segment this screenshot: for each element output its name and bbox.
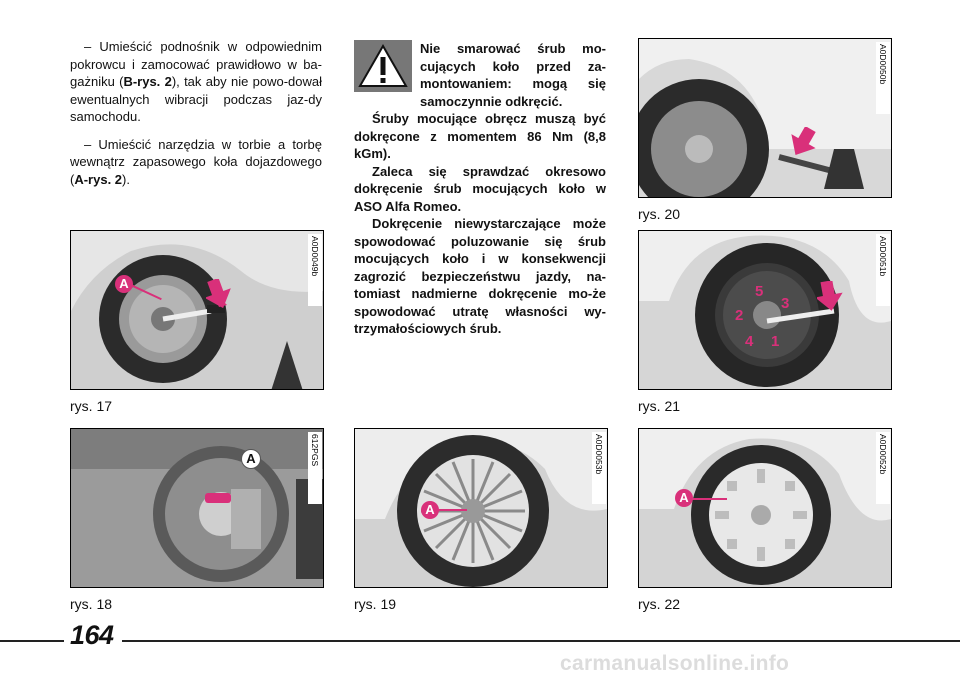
figure-rys21: 5 3 2 4 1 A0D0051b <box>638 230 892 390</box>
bolt-number: 1 <box>771 333 780 350</box>
figure-caption: rys. 20 <box>638 206 681 222</box>
leader-line <box>693 498 727 500</box>
figure-rys19: A A0D0053b <box>354 428 608 588</box>
figure-caption: rys. 22 <box>638 596 681 612</box>
figure-code: A0D0050b <box>876 42 890 114</box>
warning-text-1: Nie smarować śrub mo-cujących koło przed… <box>420 41 606 109</box>
instruction-paragraph-1: – Umieścić podnośnik w odpowiednim pokro… <box>70 39 322 124</box>
figure-reference: A-rys. 2 <box>74 171 123 187</box>
figure-code: A0D0052b <box>876 432 890 504</box>
arrow-pointer-icon <box>817 281 843 311</box>
figure-code: A0D0053b <box>592 432 606 504</box>
label-a-badge: A <box>115 275 133 293</box>
page-rule-right <box>122 640 960 642</box>
leader-line <box>439 509 467 511</box>
label-a-badge: A <box>241 449 261 469</box>
figure-caption: rys. 17 <box>70 398 113 414</box>
label-a-badge: A <box>675 489 693 507</box>
page-rule-left <box>0 640 64 642</box>
figure-code: A0D0049b <box>308 234 322 306</box>
figure-caption: rys. 21 <box>638 398 681 414</box>
warning-text-4: Dokręcenie niewystarczające może spowodo… <box>354 216 606 336</box>
figure-rys22: A A0D0052b <box>638 428 892 588</box>
warning-triangle-icon <box>354 40 412 92</box>
figure-caption: rys. 19 <box>354 596 397 612</box>
figure-code: 612PGS <box>308 432 322 504</box>
bolt-number: 3 <box>781 295 790 312</box>
bleed-valve-marker <box>205 493 231 503</box>
bolt-number: 2 <box>735 307 744 324</box>
warning-text-3: Zaleca się sprawdzać okresowo dokręcenie… <box>354 163 606 214</box>
figure-rys20: A0D0050b <box>638 38 892 198</box>
left-text-column: – Umieścić podnośnik w odpowiednim pokro… <box>70 38 322 188</box>
warning-block: Nie smarować śrub mo-cujących koło przed… <box>354 40 606 338</box>
footer-watermark: carmanualsonline.info <box>560 652 790 675</box>
label-a-badge: A <box>421 501 439 519</box>
figure-rys18: A 612PGS <box>70 428 324 588</box>
bolt-number: 4 <box>745 333 754 350</box>
figure-rys17: A A0D0049b <box>70 230 324 390</box>
arrow-pointer-icon <box>206 279 231 309</box>
bolt-number: 5 <box>755 283 764 300</box>
figure-caption: rys. 18 <box>70 596 113 612</box>
instruction-paragraph-2: – Umieścić narzędzia w torbie a torbę we… <box>70 136 322 187</box>
figure-code: A0D0051b <box>876 234 890 306</box>
arrow-pointer-icon <box>791 127 816 155</box>
warning-text-2: Śruby mocujące obręcz muszą być dokręcon… <box>354 111 606 161</box>
page-number: 164 <box>70 620 114 650</box>
figure-reference: B-rys. 2 <box>123 74 172 89</box>
